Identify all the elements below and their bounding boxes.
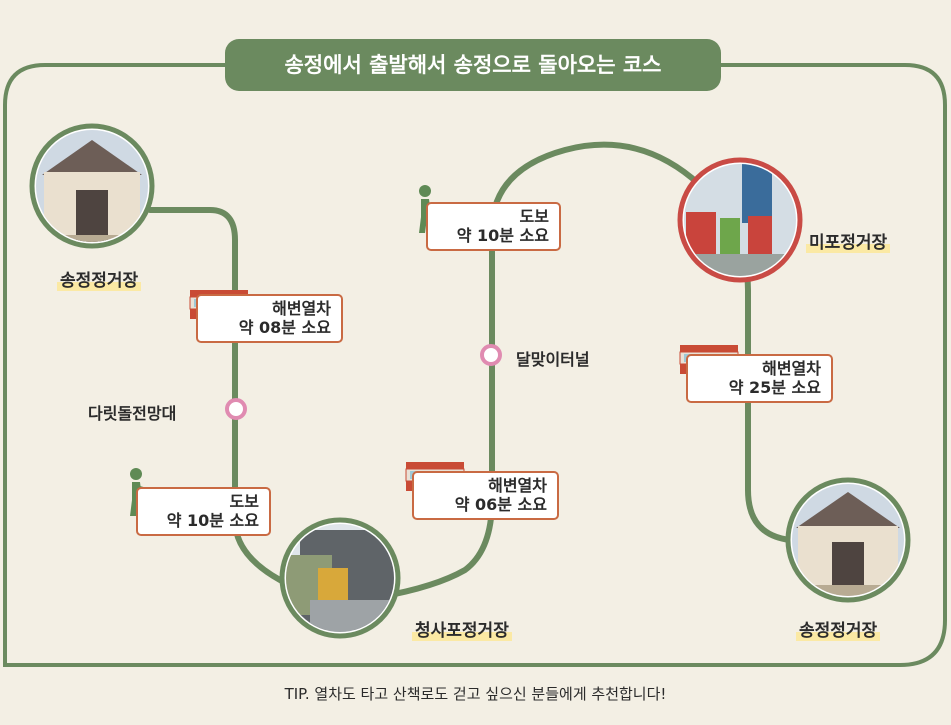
waypoint-label-darit: 다릿돌전망대 (88, 404, 177, 423)
segment-mode: 해변열차 (488, 476, 547, 495)
waypoint-label-dalmaji: 달맞이터널 (516, 350, 590, 369)
dalmaji-marker (480, 344, 502, 366)
segment-time: 약 08분 소요 (238, 318, 331, 337)
segment-box-walk-1: 도보 약 10분 소요 (136, 487, 271, 536)
station-songjeong-end-image (785, 477, 911, 603)
segment-box-train-2: 해변열차 약 06분 소요 (412, 471, 559, 520)
segment-box-walk-2: 도보 약 10분 소요 (426, 202, 561, 251)
station-label-cheongsapo: 청사포정거장 (412, 616, 512, 641)
segment-mode: 해변열차 (762, 359, 821, 378)
station-mipo-image (677, 157, 803, 283)
station-label-songjeong-end: 송정정거장 (796, 616, 881, 641)
segment-time: 약 10분 소요 (456, 226, 549, 245)
tip-text: TIP. 열차도 타고 산책로도 걷고 싶으신 분들에게 추천합니다! (284, 685, 667, 703)
station-label-mipo: 미포정거장 (806, 228, 891, 253)
segment-mode: 도보 (519, 207, 549, 226)
segment-box-train-1: 해변열차 약 08분 소요 (196, 294, 343, 343)
segment-mode: 해변열차 (272, 299, 331, 318)
darit-marker (225, 398, 247, 420)
segment-time: 약 25분 소요 (728, 378, 821, 397)
station-cheongsapo-image (279, 517, 401, 639)
segment-time: 약 10분 소요 (166, 511, 259, 530)
station-label-songjeong-start: 송정정거장 (57, 266, 142, 291)
outer-frame (3, 63, 947, 667)
station-songjeong-start-image (29, 123, 155, 249)
segment-mode: 도보 (229, 492, 259, 511)
segment-box-train-3: 해변열차 약 25분 소요 (686, 354, 833, 403)
segment-time: 약 06분 소요 (454, 495, 547, 514)
course-title: 송정에서 출발해서 송정으로 돌아오는 코스 (225, 39, 721, 91)
